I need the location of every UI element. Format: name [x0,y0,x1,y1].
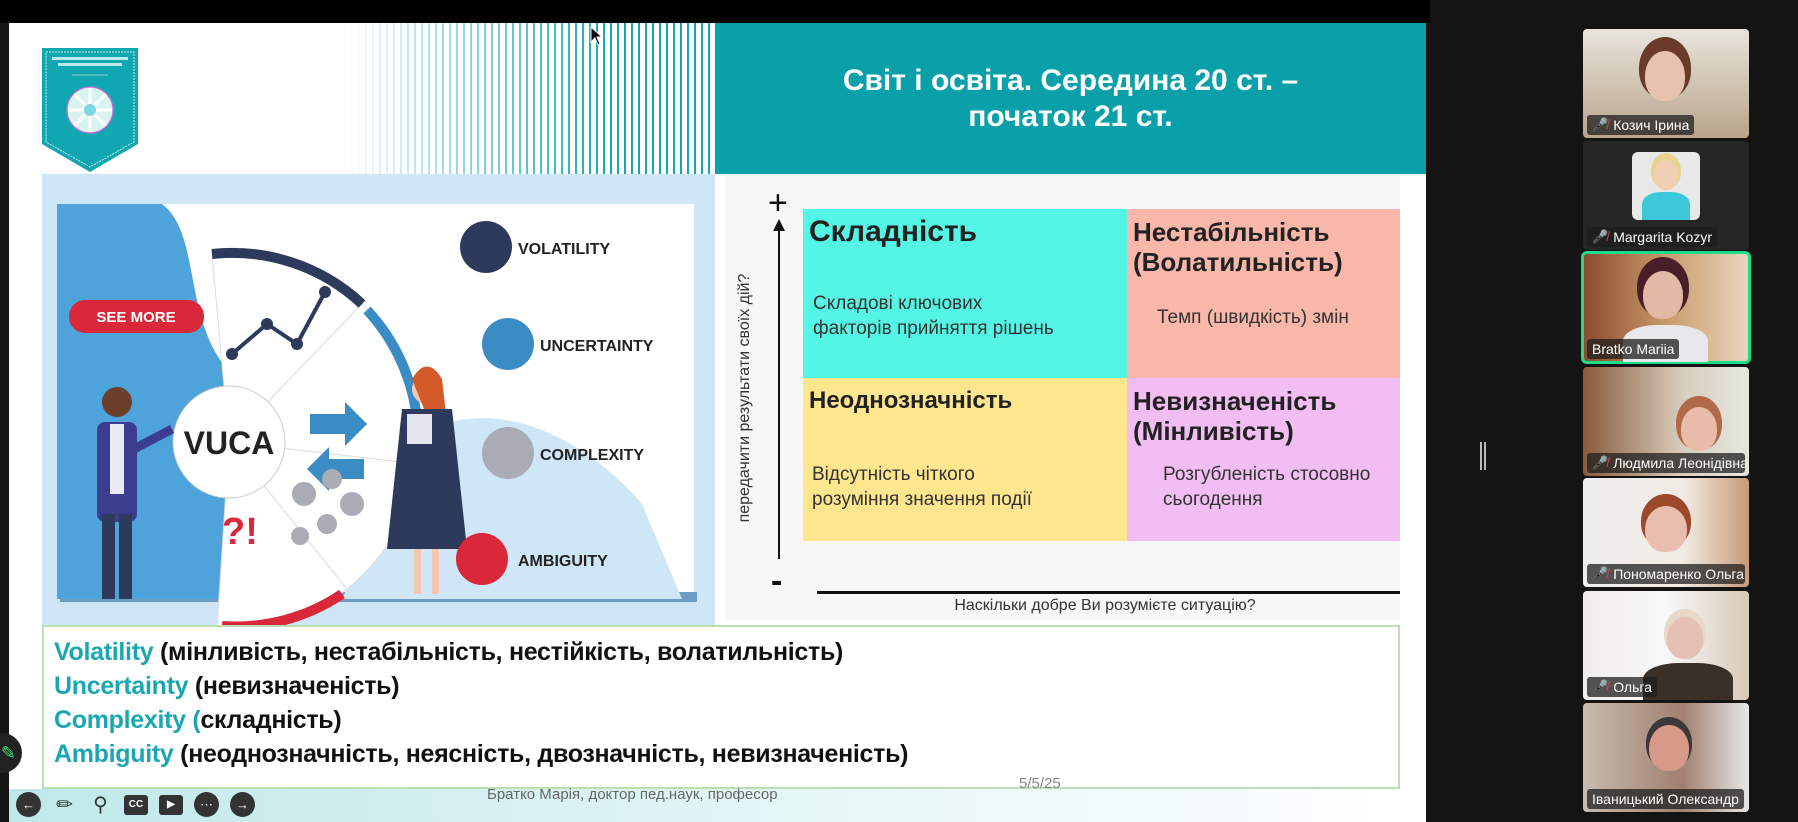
magnifier-icon[interactable]: ⚲ [93,794,108,816]
x-axis-line [817,591,1400,594]
quadrant-volatility: Нестабільність (Волатильність) Темп (шви… [1127,209,1400,378]
minus-sign: - [771,562,783,600]
mic-muted-icon: 🎤̸ [1592,455,1609,470]
arrow-left-icon[interactable]: ← [16,792,41,817]
video-icon[interactable]: ▶ [159,794,183,815]
plus-sign: + [768,184,788,222]
annotate-pen-button[interactable]: ✎ [0,733,22,773]
university-logo [42,48,138,172]
mic-muted-icon: 🎤̸ [1592,679,1609,694]
legend-volatility: VOLATILITY [518,241,610,258]
mic-muted-icon: 🎤̸ [1592,117,1609,132]
mic-muted-icon: 🎤̸ [1592,229,1609,244]
title-line-2: початок 21 ст. [968,99,1173,133]
slideshow-toolbar: ← ✏ ⚲ CC ▶ ⋯ → [16,792,255,817]
definition-volatility: Volatility (мінливість, нестабільність, … [54,638,844,666]
definition-uncertainty: Uncertainty (невизначеність) [54,672,400,700]
participant-tile[interactable]: 🎤̸Людмила Леонідівна ... [1583,367,1749,476]
person-woman [387,366,467,594]
vuca-matrix: передачити результати своїх дій? + - Скл… [725,174,1400,620]
definition-ambiguity: Ambiguity (неоднозначність, неясність, д… [54,740,909,768]
quadrant-uncertainty: Невизначеність (Мінливість) Розгубленіст… [1127,378,1400,541]
vuca-definitions: Volatility (мінливість, нестабільність, … [42,625,1400,789]
participant-tile[interactable]: 🎤̸Margarita Kozyr [1583,141,1749,250]
footer-date: 5/5/25 [1019,775,1061,792]
arrow-right-icon[interactable]: → [230,792,255,817]
y-axis-arrow [773,219,785,559]
captions-button[interactable]: CC [124,794,148,815]
vuca-legend: VOLATILITY UNCERTAINTY COMPLEXITY AMBIGU… [456,221,654,585]
legend-uncertainty: UNCERTAINTY [540,338,654,355]
top-bar [0,0,1430,23]
footer-author: Братко Марія, доктор пед.наук, професор [487,786,778,803]
more-icon[interactable]: ⋯ [194,792,219,817]
participant-tile[interactable]: 🎤̸Козич Ірина [1583,29,1749,138]
decorative-stripes [344,23,724,174]
vuca-center-label: VUCA [184,425,275,461]
see-more-label: SEE MORE [96,309,175,326]
pen-icon[interactable]: ✏ [56,794,73,816]
legend-ambiguity: AMBIGUITY [518,553,608,570]
participant-tile[interactable]: 🎤̸Пономаренко Ольга В... [1583,478,1749,587]
title-line-1: Світ і освіта. Середина 20 ст. – [842,63,1299,97]
svg-text:?!: ?! [222,511,258,553]
participant-tile[interactable]: Іваницький Олександр [1583,703,1749,812]
slide-title: Світ і освіта. Середина 20 ст. – початок… [715,23,1426,174]
mic-muted-icon: 🎤̸ [1592,566,1609,581]
panel-resize-handle[interactable] [1480,442,1486,470]
x-axis-label: Наскільки добре Ви розумієте ситуацію? [954,597,1256,614]
mouse-cursor-icon [590,26,604,46]
y-axis-label: передачити результати своїх дій? [736,273,753,523]
vuca-illustration: ?! VUCA SEE MORE VOLATILITY UNCERTAINTY … [42,174,715,632]
definition-complexity: Complexity (складність) [54,706,342,734]
person-man [97,387,175,599]
legend-complexity: COMPLEXITY [540,447,644,464]
participant-tile[interactable]: 🎤̸Ольга [1583,591,1749,700]
participant-tile-active-speaker[interactable]: Bratko Mariia [1581,251,1751,364]
presentation-slide: Світ і освіта. Середина 20 ст. – початок… [9,23,1426,822]
